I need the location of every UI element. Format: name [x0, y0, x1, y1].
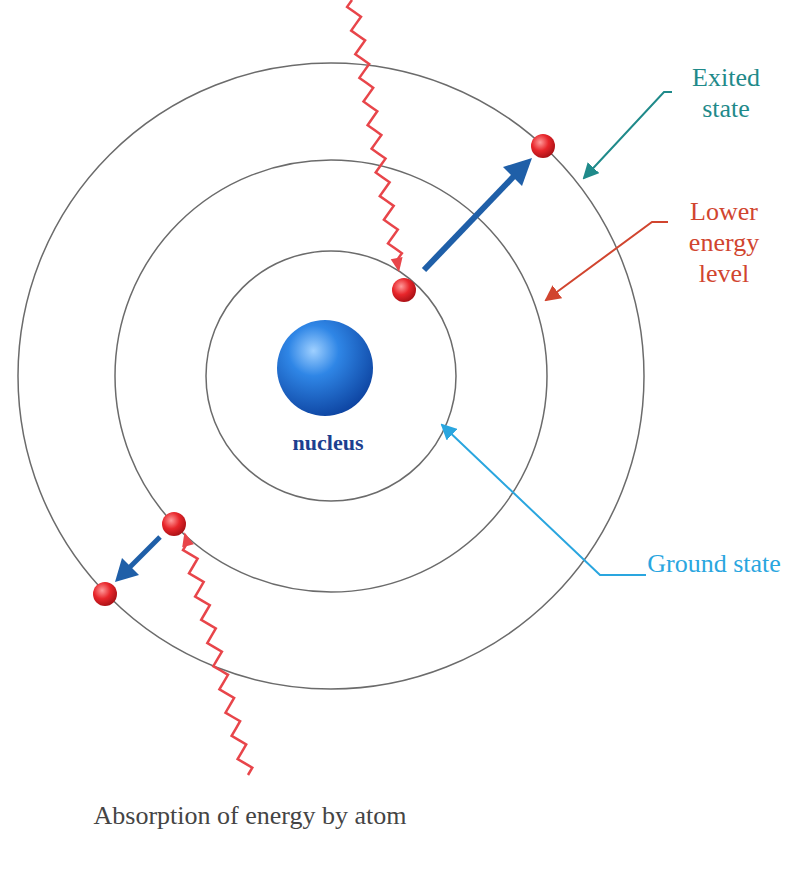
- excitation-arrow: [424, 175, 515, 270]
- nucleus-label: nucleus: [258, 430, 398, 456]
- transition-arrowhead: [115, 558, 139, 582]
- state-label: Ground state: [646, 548, 782, 579]
- photon-waves: [182, 0, 402, 775]
- photon-wave: [347, 0, 402, 260]
- photon-arrowhead: [182, 532, 194, 547]
- level-label: Lower energy level: [668, 196, 780, 290]
- electron: [531, 134, 555, 158]
- middle-orbit: [115, 160, 547, 592]
- outer-orbit: [18, 63, 644, 689]
- leader-line: [442, 425, 646, 575]
- inner-orbit: [206, 251, 456, 501]
- photon-arrowhead: [391, 257, 403, 272]
- leader-line: [546, 222, 668, 300]
- transition-arrow: [128, 537, 160, 569]
- electron: [93, 582, 117, 606]
- nucleus-sphere: [277, 320, 373, 416]
- electron: [162, 512, 186, 536]
- state-label: Exited state: [670, 62, 782, 124]
- excitation-arrowhead: [503, 158, 532, 186]
- leader-line: [584, 92, 672, 178]
- electron: [392, 278, 416, 302]
- photon-wave: [183, 543, 252, 775]
- caption-label: Absorption of energy by atom: [80, 800, 420, 831]
